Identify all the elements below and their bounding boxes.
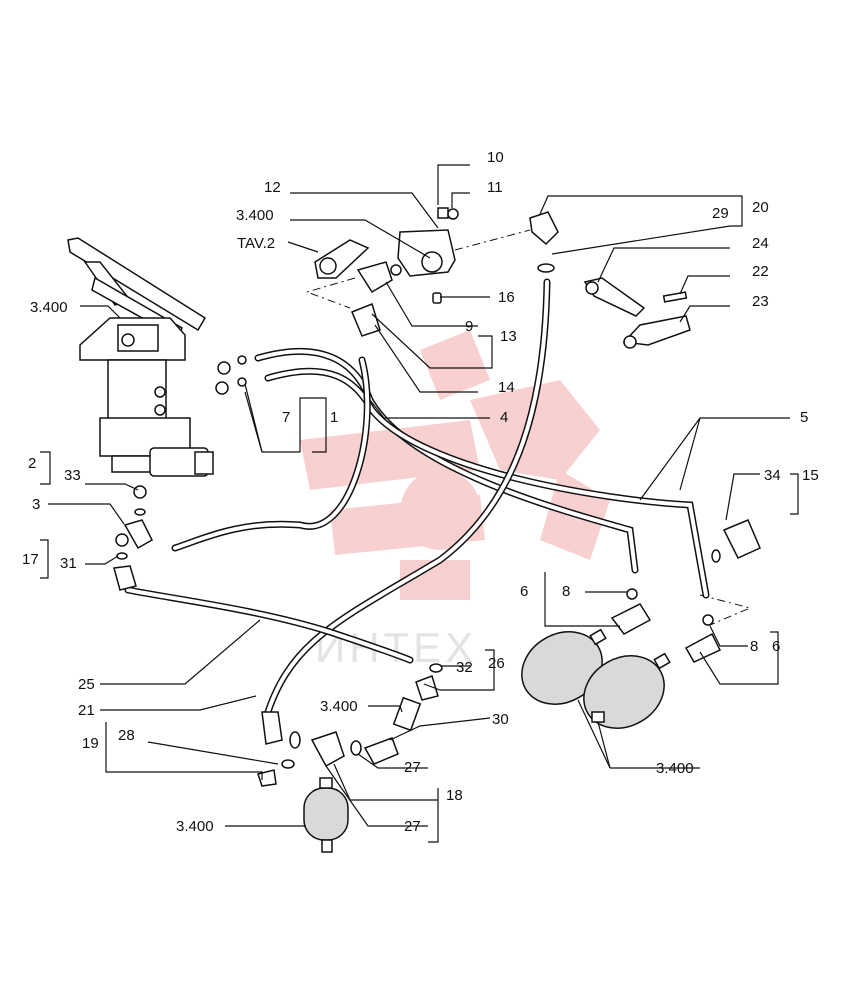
fitting-6a: [610, 588, 652, 635]
tav2-fitting: [314, 239, 370, 279]
label-15: 15: [802, 467, 819, 484]
fittings-lower-center: [257, 663, 443, 787]
label-3: 3: [32, 496, 40, 513]
watermark-text: ИНТЕХ: [315, 624, 477, 671]
label-7: 7: [282, 409, 290, 426]
accumulators-right: [521, 628, 671, 729]
brake-pedal-assembly: [67, 237, 214, 477]
fittings-7: [215, 355, 247, 395]
label-34: 34: [764, 467, 781, 484]
part-16: [432, 292, 442, 304]
fitting-6b: [684, 614, 722, 663]
label-19: 19: [82, 735, 99, 752]
watermark-logo: [300, 330, 610, 600]
label-3400-top: 3.400: [236, 207, 274, 224]
label-tav2: TAV.2: [237, 235, 275, 252]
label-22: 22: [752, 263, 769, 280]
part-labels: 10 11 12 3.400 TAV.2 20 29 24 22 23 3.40…: [22, 149, 819, 835]
accumulator-lower: [303, 777, 349, 853]
label-25: 25: [78, 676, 95, 693]
alignment-line: [454, 229, 531, 251]
label-30: 30: [492, 711, 509, 728]
alignment-line: [305, 277, 356, 309]
label-2: 2: [28, 455, 36, 472]
label-8-left: 8: [562, 583, 570, 600]
hoses: [124, 278, 710, 722]
fitting-15: [711, 519, 761, 563]
brake-light-switch: [397, 207, 459, 277]
label-21: 21: [78, 702, 95, 719]
label-27-lower: 27: [404, 818, 421, 835]
label-5: 5: [800, 409, 808, 426]
label-4: 4: [500, 409, 508, 426]
label-6-left: 6: [520, 583, 528, 600]
lever-23: [622, 315, 691, 349]
label-11: 11: [487, 179, 503, 196]
label-26: 26: [488, 655, 505, 672]
leader-lines: [40, 164, 799, 843]
label-27-upper: 27: [404, 759, 421, 776]
label-13: 13: [500, 328, 517, 345]
label-8-right: 8: [750, 638, 758, 655]
label-18: 18: [446, 787, 463, 804]
label-23: 23: [752, 293, 769, 310]
label-31: 31: [60, 555, 77, 572]
label-6-right: 6: [772, 638, 780, 655]
label-12: 12: [264, 179, 281, 196]
label-14: 14: [498, 379, 515, 396]
label-9: 9: [465, 318, 473, 335]
lever-24: [583, 277, 646, 317]
label-32: 32: [456, 659, 473, 676]
label-24: 24: [752, 235, 769, 252]
label-16: 16: [498, 289, 515, 306]
label-17: 17: [22, 551, 39, 568]
pin-22: [662, 291, 688, 303]
label-29: 29: [712, 205, 729, 222]
label-3400-pedal: 3.400: [30, 299, 68, 316]
label-1: 1: [330, 409, 338, 426]
fittings-left: [113, 485, 153, 591]
tee-fitting-9: [356, 261, 402, 294]
label-3400-mid: 3.400: [320, 698, 358, 715]
label-20: 20: [752, 199, 769, 216]
tee-fitting-14: [351, 303, 381, 337]
label-10: 10: [487, 149, 504, 166]
label-3400-bottom: 3.400: [176, 818, 214, 835]
label-3400-right: 3.400: [656, 760, 694, 777]
label-33: 33: [64, 467, 81, 484]
elbow-fitting-20: [529, 211, 559, 273]
label-28: 28: [118, 727, 135, 744]
